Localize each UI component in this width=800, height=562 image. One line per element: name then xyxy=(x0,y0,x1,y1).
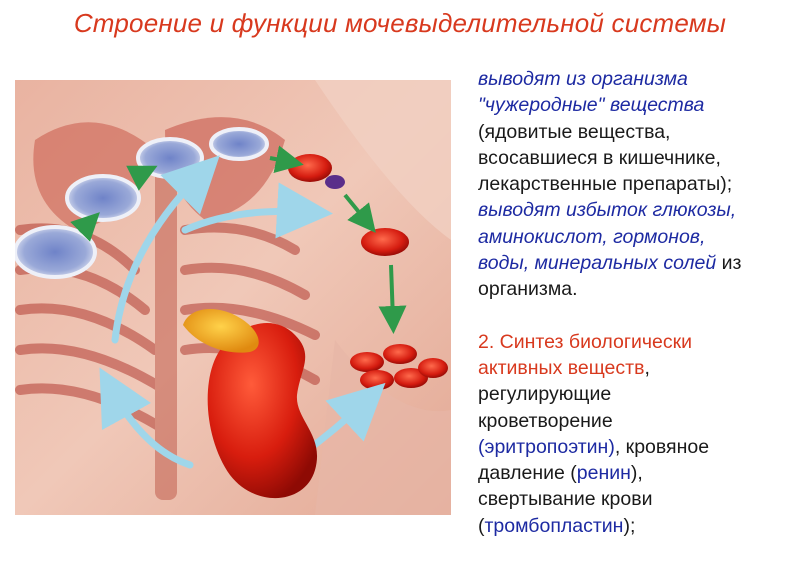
synthesis-line-4: кроветворение xyxy=(478,409,613,432)
synthesis-line-5-tail: , кровяное xyxy=(614,435,710,458)
synthesis-line-6-head: давление ( xyxy=(478,462,577,485)
synthesis-line-2-tail: , xyxy=(644,356,650,379)
excretion-line-9: организма. xyxy=(478,278,578,301)
renin-term: ренин xyxy=(576,462,631,485)
excretion-line-5: лекарственные препараты); xyxy=(478,173,733,196)
excretion-line-8-highlight: воды, минеральных солей xyxy=(478,252,717,275)
blue-arrows xyxy=(99,155,386,469)
erythropoietin-term: (эритропоэтин) xyxy=(478,435,615,458)
kidney-circulation-diagram xyxy=(15,80,451,515)
kidney xyxy=(183,308,318,499)
thromboplastin-term: тромбопластин xyxy=(484,514,624,537)
excretion-line-2: "чужеродные" вещества xyxy=(478,94,705,117)
anatomy-illustration xyxy=(15,80,451,515)
excretion-line-1: выводят из организма xyxy=(478,68,688,90)
synthesis-line-1: 2. Синтез биологически xyxy=(478,330,693,353)
synthesis-line-2-highlight: активных веществ xyxy=(478,356,645,379)
synthesis-line-8: (тромбопластин); xyxy=(478,513,796,539)
synthesis-line-8-head: ( xyxy=(478,514,485,537)
synthesis-line-2: активных веществ, xyxy=(478,355,796,381)
adrenal-gland xyxy=(183,308,259,353)
synthesis-line-6-tail: ), xyxy=(630,462,643,485)
excretion-line-8-tail: из xyxy=(716,252,742,275)
excretion-line-4: всосавшиеся в кишечнике, xyxy=(478,146,721,169)
synthesis-line-8-tail: ); xyxy=(623,514,636,537)
excretion-line-8: воды, минеральных солей из xyxy=(478,250,796,276)
synthesis-line-5: (эритропоэтин), кровяное xyxy=(478,434,796,460)
synthesis-line-3: регулирующие xyxy=(478,383,612,406)
synthesis-line-6: давление (ренин), xyxy=(478,460,796,486)
functions-text: выводят из организма "чужеродные" вещест… xyxy=(478,66,796,539)
green-arrows xyxy=(70,145,407,334)
excretion-line-6: выводят избыток глюкозы, xyxy=(478,199,737,222)
page-title: Строение и функции мочевыделительной сис… xyxy=(73,8,727,38)
synthesis-line-7: свертывание крови xyxy=(478,488,653,511)
excretion-line-7: аминокислот, гормонов, xyxy=(478,225,706,248)
excretion-line-3: (ядовитые вещества, xyxy=(478,120,671,143)
